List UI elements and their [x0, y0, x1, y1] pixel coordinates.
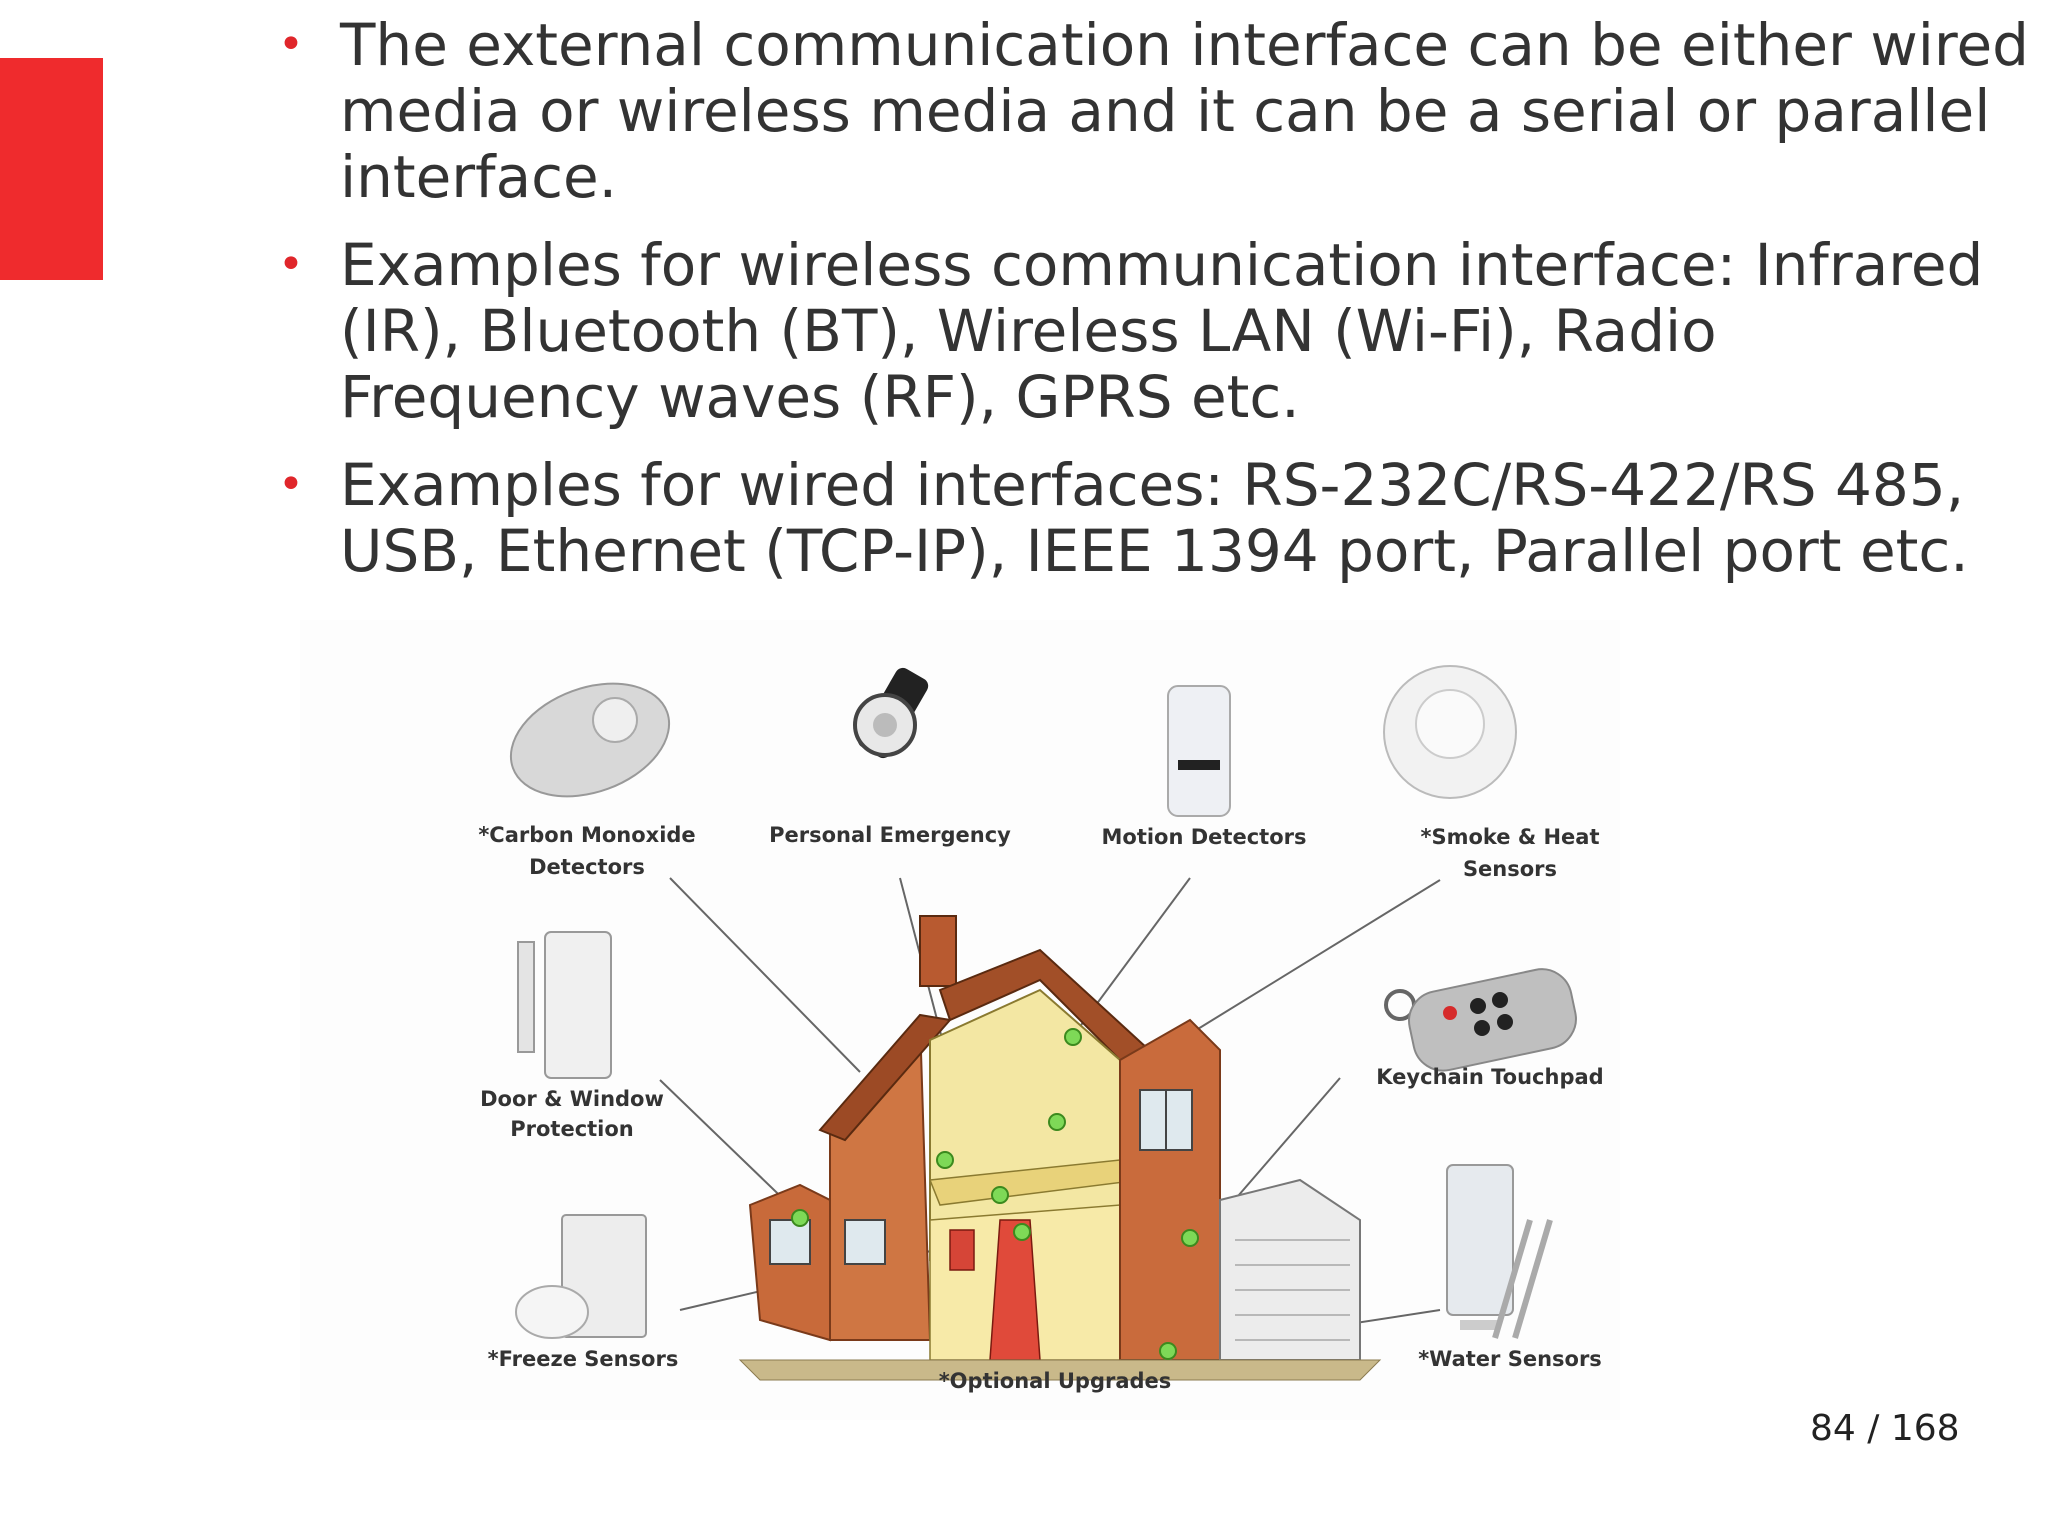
label-carbon-monoxide-1: *Carbon Monoxide [478, 823, 695, 847]
label-door-window-2: Protection [510, 1117, 634, 1141]
motion-detector-icon [1167, 685, 1231, 817]
label-smoke-heat-1: *Smoke & Heat [1420, 825, 1599, 849]
carbon-monoxide-detector-icon [509, 682, 671, 798]
label-carbon-monoxide-2: Detectors [529, 855, 645, 879]
label-freeze-sensors: *Freeze Sensors [488, 1347, 679, 1371]
bullet-text: Examples for wireless communication inte… [340, 231, 1984, 431]
freeze-sensor-icon [515, 1214, 647, 1339]
label-keychain-touchpad: Keychain Touchpad [1376, 1065, 1603, 1089]
bullet-item: • The external communication interface c… [270, 12, 2030, 210]
label-door-window-1: Door & Window [480, 1087, 664, 1111]
keychain-touchpad-icon [1384, 968, 1577, 1072]
label-optional-upgrades: *Optional Upgrades [939, 1369, 1172, 1393]
smoke-heat-sensor-icon [1383, 665, 1517, 799]
bullet-text: The external communication interface can… [340, 11, 2029, 211]
bullet-icon: • [278, 19, 304, 70]
sensor-dots [791, 1028, 1199, 1360]
bullet-icon: • [278, 459, 304, 510]
home-security-illustration: *Carbon Monoxide Detectors Personal Emer… [300, 620, 1620, 1420]
water-sensor-icon [1446, 1164, 1553, 1339]
accent-bar [0, 58, 103, 280]
label-personal-emergency: Personal Emergency [769, 823, 1011, 847]
page-number: 84 / 168 [1810, 1408, 1960, 1449]
bullet-text: Examples for wired interfaces: RS-232C/R… [340, 451, 1969, 585]
personal-emergency-watch-icon [853, 667, 929, 759]
bullet-list: • The external communication interface c… [270, 12, 2030, 606]
house-sensors-diagram: *Carbon Monoxide Detectors Personal Emer… [478, 665, 1604, 1393]
label-motion-detectors: Motion Detectors [1102, 825, 1307, 849]
label-smoke-heat-2: Sensors [1463, 857, 1557, 881]
door-window-sensor-icon [517, 931, 612, 1079]
bullet-icon: • [278, 239, 304, 290]
bullet-item: • Examples for wireless communication in… [270, 232, 2030, 430]
label-water-sensors: *Water Sensors [1418, 1347, 1602, 1371]
bullet-item: • Examples for wired interfaces: RS-232C… [270, 452, 2030, 584]
house-icon [738, 915, 1382, 1381]
